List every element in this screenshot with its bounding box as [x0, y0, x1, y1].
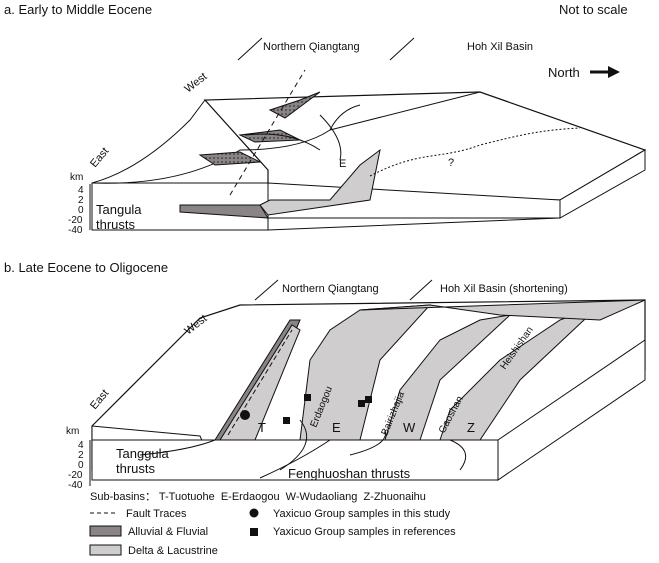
basin-e: E	[332, 420, 341, 435]
panel-a-region-right: Hoh Xil Basin	[467, 41, 533, 53]
sample-square	[304, 394, 311, 401]
boundary-tick	[389, 37, 415, 61]
svg-text:2: 2	[78, 195, 84, 206]
panel-a-east: East	[88, 145, 111, 170]
svg-text:-40: -40	[68, 225, 83, 236]
north-label: North	[548, 65, 580, 80]
svg-text:-20: -20	[68, 215, 83, 226]
panel-b-axis: 4 2 0 -20 -40	[68, 440, 91, 491]
square-legend-icon	[250, 528, 258, 536]
panel-a-region-left: Northern Qiangtang	[263, 41, 360, 53]
boundary-tick	[254, 279, 279, 301]
panel-b-thrust-2: thrusts	[116, 461, 156, 476]
svg-text:0: 0	[78, 460, 84, 471]
panel-a-title: a. Early to Middle Eocene	[4, 2, 152, 17]
svg-text:2: 2	[78, 450, 84, 461]
sample-circle	[240, 410, 250, 420]
panel-a-west: West	[182, 71, 209, 96]
legend-delta: Delta & Lacustrine	[128, 545, 218, 557]
svg-text:-40: -40	[68, 480, 83, 491]
panel-a-basin-e: E	[339, 158, 346, 170]
panel-b-region-right: Hoh Xil Basin (shortening)	[440, 283, 568, 295]
circle-legend-icon	[249, 508, 259, 518]
fenghuoshan-label: Fenghuoshan thrusts	[288, 466, 411, 481]
sample-square	[358, 400, 365, 407]
scale-note: Not to scale	[559, 2, 628, 17]
question-mark: ?	[448, 157, 454, 169]
basin-z: Z	[467, 420, 475, 435]
legend-alluvial: Alluvial & Fluvial	[128, 526, 208, 538]
panel-b-block	[91, 299, 646, 481]
svg-text:4: 4	[78, 440, 84, 451]
svg-text:-20: -20	[68, 470, 83, 481]
legend-circle: Yaxicuo Group samples in this study	[273, 508, 451, 520]
boundary-tick	[409, 279, 433, 301]
panel-a-axis: 4 2 0 -20 -40	[68, 184, 91, 236]
svg-text:4: 4	[78, 185, 84, 196]
legend-square: Yaxicuo Group samples in references	[273, 526, 456, 538]
sample-square	[365, 396, 372, 403]
panel-a-axis-unit: km	[70, 172, 83, 183]
panel-b-east: East	[88, 387, 111, 412]
sample-square	[283, 417, 290, 424]
panel-a-block	[91, 69, 647, 231]
north-arrow-icon	[590, 66, 620, 78]
basin-w: W	[403, 420, 416, 435]
panel-a-thrust-1: Tangula	[96, 202, 142, 217]
basin-t: T	[258, 420, 266, 435]
panel-b-axis-unit: km	[66, 426, 79, 437]
svg-text:0: 0	[78, 205, 84, 216]
alluvial-swatch	[89, 525, 122, 537]
subbasins-legend: Sub-basins： T-Tuotuohe E-Erdaogou W-Wuda…	[90, 491, 426, 503]
legend-fault: Fault Traces	[126, 508, 187, 520]
delta-swatch	[89, 544, 122, 556]
panel-b-region-left: Northern Qiangtang	[282, 283, 379, 295]
panel-a-thrust-2: thrusts	[96, 217, 136, 232]
panel-b-title: b. Late Eocene to Oligocene	[4, 260, 168, 275]
boundary-tick	[237, 37, 263, 61]
panel-b-thrust-1: Tanggula	[116, 446, 170, 461]
